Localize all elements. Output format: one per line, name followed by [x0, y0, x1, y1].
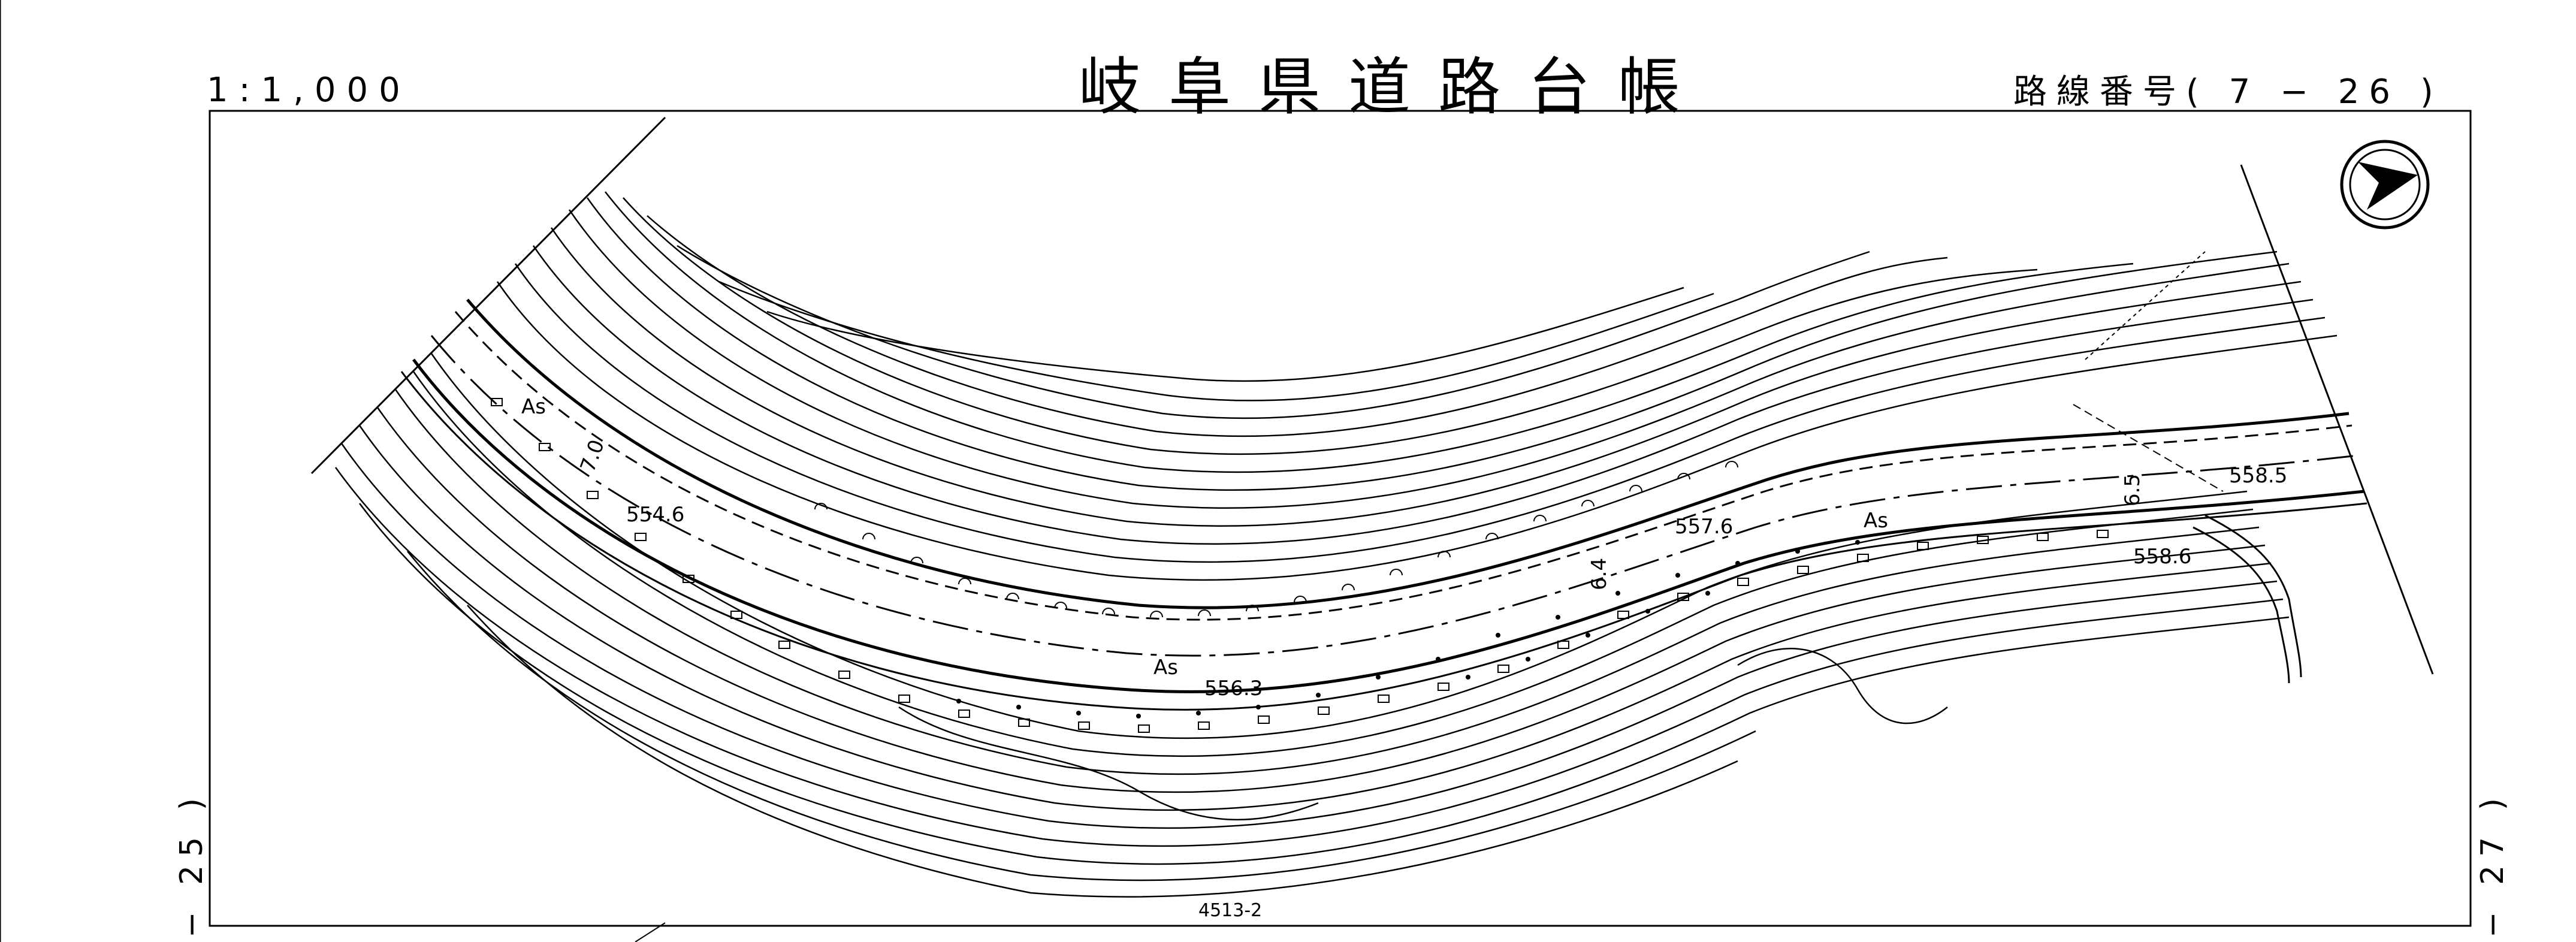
elevation-label: 557.6: [1675, 515, 1733, 539]
elevation-label: 556.3: [1204, 677, 1263, 701]
surface-label: As: [521, 395, 546, 419]
surface-label: As: [1153, 656, 1178, 680]
cut-line-right: [2240, 164, 2434, 675]
road-edge-north: [466, 298, 2349, 609]
cut-line-left: [310, 116, 666, 475]
road-line-north-dashed: [454, 311, 2352, 621]
contour-lines-lower: [334, 353, 2290, 898]
dotted-boundary: [2073, 404, 2224, 492]
road-centerline: [430, 335, 2358, 657]
north-arrow-icon: [2340, 140, 2430, 230]
contour-lines-upper: [496, 191, 2338, 581]
route-number: 路線番号( 7 − 26 ): [2013, 73, 2443, 111]
sheet-number: 4513-2: [1198, 900, 1263, 921]
elevation-label: 558.6: [2133, 545, 2191, 569]
stream-line: [2204, 514, 2302, 678]
shoulder-dots: [956, 540, 1860, 718]
north-edge-markers: [814, 461, 1738, 618]
road-edge-south: [412, 358, 2364, 693]
road: [400, 298, 2367, 711]
dotted-path: [2085, 251, 2206, 360]
road-width-label: 7.0: [576, 437, 609, 475]
stream-line-2: [2193, 526, 2290, 684]
surface-label: As: [1864, 509, 1888, 533]
guard-posts: [491, 398, 2109, 733]
cut-line-bottom: [635, 922, 666, 942]
road-width-label: 6.5: [2121, 474, 2145, 506]
road-width-label: 6.4: [1587, 558, 1611, 590]
map-scale: 1:1,000: [207, 71, 411, 110]
elevation-label: 558.5: [2229, 464, 2287, 488]
road-edge-south-outer: [400, 371, 2367, 711]
elevation-label: 554.6: [626, 503, 684, 527]
